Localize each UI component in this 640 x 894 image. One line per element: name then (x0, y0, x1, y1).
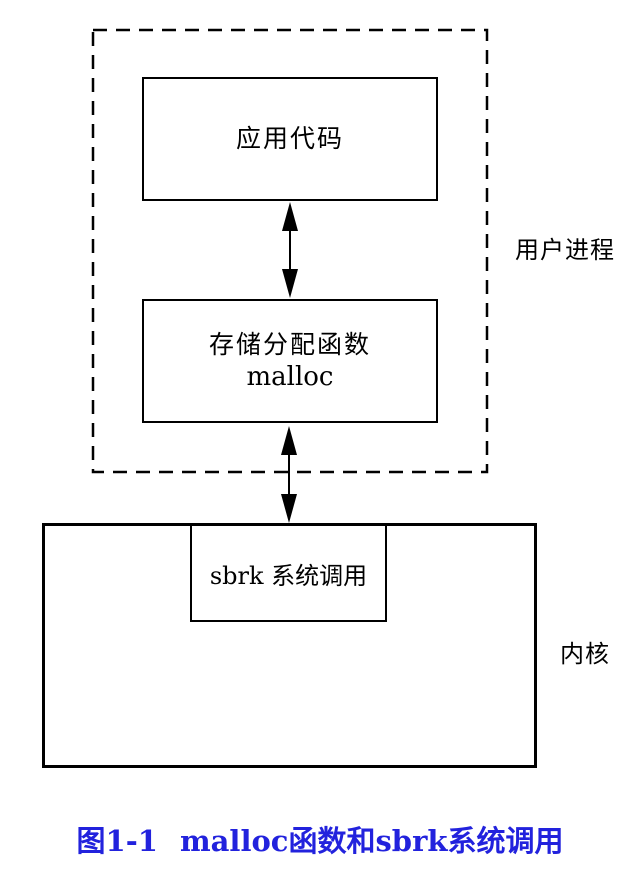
figure-number: 图1-1 (76, 824, 158, 858)
sbrk-box: sbrk 系统调用 (190, 526, 387, 622)
malloc-box: 存储分配函数 malloc (142, 299, 438, 423)
kernel-label: 内核 (560, 641, 610, 668)
figure-caption: 图1-1 malloc函数和sbrk系统调用 (0, 818, 640, 860)
double-arrow-icon (282, 202, 298, 298)
sbrk-box-label: sbrk 系统调用 (209, 561, 368, 590)
double-arrow-icon (281, 426, 297, 523)
user-process-label: 用户进程 (515, 237, 615, 264)
malloc-box-label-latin: malloc (246, 362, 334, 392)
malloc-box-label-cn: 存储分配函数 (208, 330, 371, 359)
app-code-label: 应用代码 (235, 124, 344, 153)
figure-title: malloc函数和sbrk系统调用 (179, 824, 564, 858)
user-process-boundary (91, 28, 489, 474)
app-code-box: 应用代码 (142, 77, 438, 201)
